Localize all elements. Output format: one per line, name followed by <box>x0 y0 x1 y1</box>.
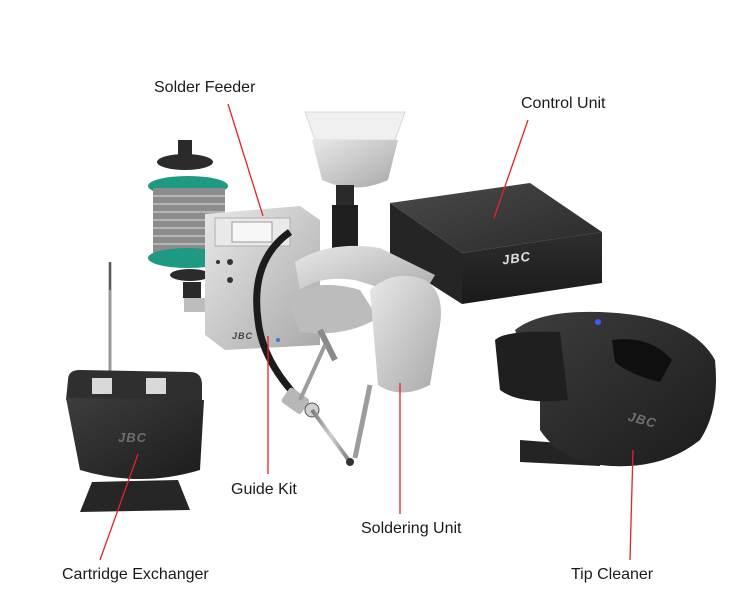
soldering-unit <box>285 245 441 466</box>
leader-line-cartridge-exchanger <box>99 453 139 561</box>
robot-mount <box>304 111 406 251</box>
label-guide-kit: Guide Kit <box>231 481 297 498</box>
guide-kit <box>253 229 352 464</box>
tip-cleaner-logo: JBC <box>627 409 659 431</box>
cartridge-logo: JBC <box>118 430 147 445</box>
label-tip-cleaner: Tip Cleaner <box>571 566 654 583</box>
tip-cleaner: JBC <box>495 311 716 467</box>
leader-line-tip-cleaner <box>629 449 634 561</box>
label-solder-feeder: Solder Feeder <box>154 79 256 96</box>
leader-lines <box>99 103 634 561</box>
feeder-logo: JBC <box>232 331 253 341</box>
control-unit: JBC <box>390 183 602 304</box>
cartridge-exchanger: JBC <box>66 262 204 512</box>
label-soldering-unit: Soldering Unit <box>361 520 462 537</box>
leader-line-solder-feeder <box>227 103 264 217</box>
label-control-unit: Control Unit <box>521 95 606 112</box>
label-cartridge-exchanger: Cartridge Exchanger <box>62 566 209 583</box>
control-unit-logo: JBC <box>501 249 532 268</box>
leader-line-control-unit <box>493 119 529 219</box>
